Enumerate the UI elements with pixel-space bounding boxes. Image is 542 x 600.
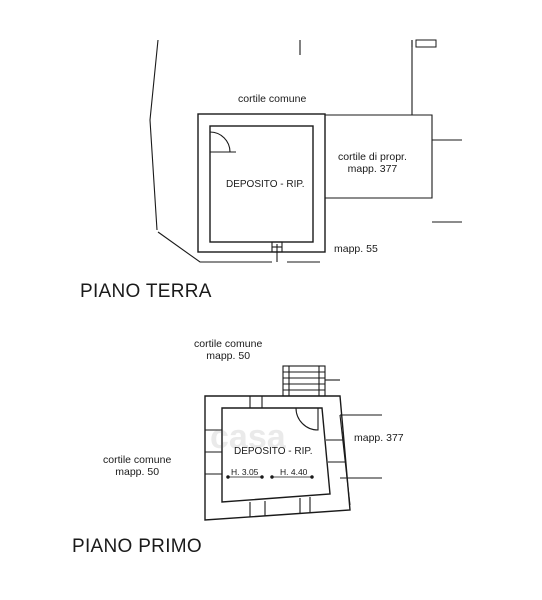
room-label-primo: DEPOSITO - RIP. [234,446,313,457]
watermark-logo: casa [210,418,286,456]
heading-piano-primo: PIANO PRIMO [72,536,202,557]
label-cortile-left-line2: mapp. 50 [115,466,160,478]
label-cortile-left-line1: cortile comune [103,454,172,466]
label-mapp-377-primo: mapp. 377 [354,432,404,444]
height-label-2: H. 4.40 [280,467,308,477]
label-cortile-comune-terra: cortile comune [238,93,307,105]
label-cortile-propr: cortile di propr. mapp. 377 [338,151,407,175]
label-cortile-propr-line2: mapp. 377 [347,163,398,175]
label-mapp-55: mapp. 55 [334,243,378,255]
piano-terra-plan [149,39,462,263]
height-label-1: H. 3.05 [231,467,259,477]
label-cortile-propr-line1: cortile di propr. [338,151,407,163]
piano-primo-plan [204,365,382,521]
label-cortile-top: cortile comune mapp. 50 [194,338,262,362]
label-cortile-top-line2: mapp. 50 [206,350,251,362]
heading-piano-terra: PIANO TERRA [80,281,212,302]
label-cortile-top-line1: cortile comune [194,338,263,350]
label-cortile-left: cortile comune mapp. 50 [103,454,171,478]
room-label-terra: DEPOSITO - RIP. [226,179,305,190]
